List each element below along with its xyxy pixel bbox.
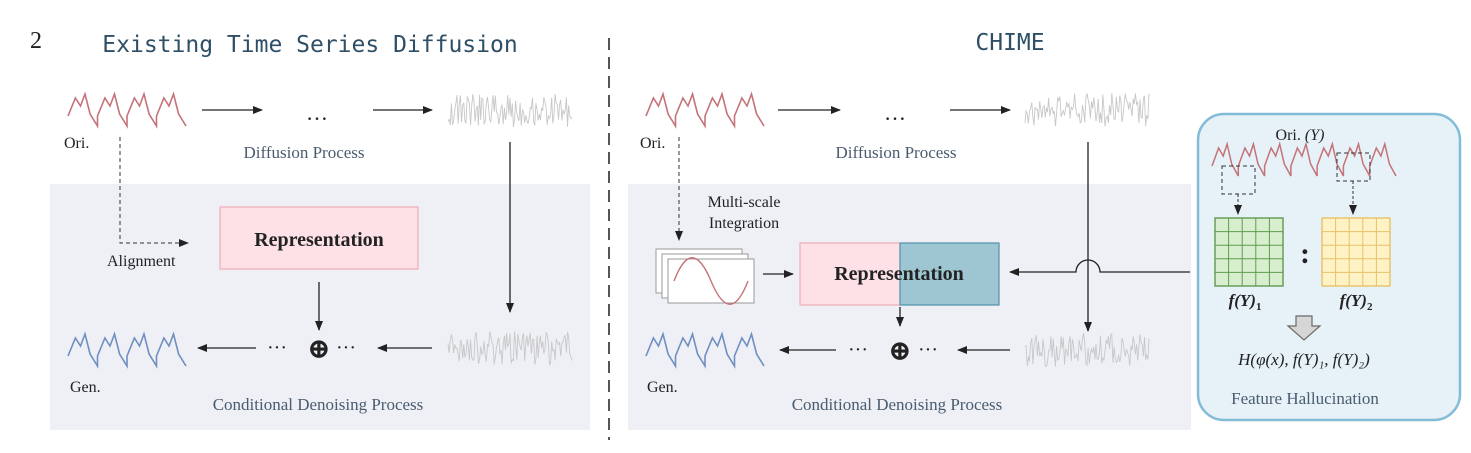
- multiscale-label-line2: Integration: [709, 215, 779, 232]
- f2-label: f(Y)2: [1340, 291, 1373, 313]
- right-denoising-label: Conditional Denoising Process: [792, 395, 1003, 414]
- f1-label: f(Y)1: [1229, 291, 1262, 313]
- right-representation-pink: [799, 242, 901, 306]
- left-gen-label: Gen.: [70, 379, 101, 396]
- left-alignment-path: [119, 137, 189, 247]
- feature-grid-1: [1214, 217, 1284, 287]
- right-denoising-panel: [628, 184, 1191, 430]
- right-noise-series-bottom: [1024, 333, 1150, 368]
- sine-wave-icon: [673, 257, 749, 305]
- hallucination-ori-label: Ori. (Y): [1276, 127, 1325, 144]
- hallucination-ori-series: [1211, 141, 1397, 177]
- hallucination-to-rep-arrow: [1009, 259, 1190, 276]
- hallucination-formula: H(φ(x), f(Y)₁, f(Y)₂): [1237, 350, 1370, 369]
- hallucination-caption: Feature Hallucination: [1231, 389, 1379, 408]
- right-denoise-dots-2: ···: [918, 339, 938, 361]
- multiscale-label-line1: Multi-scale: [708, 194, 781, 211]
- right-noise-series-top: [1024, 93, 1150, 127]
- left-denoising-label: Conditional Denoising Process: [213, 395, 424, 414]
- right-title: CHIME: [975, 30, 1044, 56]
- right-ori-label: Ori.: [640, 135, 665, 152]
- right-diffusion-label: Diffusion Process: [835, 143, 956, 162]
- grid-colon: :: [1300, 237, 1310, 270]
- right-gen-series: [645, 331, 765, 369]
- page-number: 2: [30, 28, 42, 54]
- right-ori-series: [645, 91, 765, 129]
- left-title: Existing Time Series Diffusion: [102, 32, 517, 58]
- left-noise-series-bottom: [447, 331, 573, 366]
- multiscale-card-stack: [655, 248, 755, 305]
- left-ori-series: [67, 91, 187, 129]
- right-representation-label: Representation: [834, 263, 964, 285]
- left-denoise-dots-1: ···: [267, 337, 287, 359]
- right-representation-teal: [899, 242, 1000, 306]
- left-plus-icon: ⊕: [307, 334, 330, 365]
- left-alignment-label: Alignment: [107, 253, 176, 270]
- left-representation-label: Representation: [254, 229, 384, 251]
- right-denoise-dots-1: ···: [848, 339, 868, 361]
- left-denoise-dots-2: ···: [336, 337, 356, 359]
- left-ori-label: Ori.: [64, 135, 89, 152]
- right-plus-icon: ⊕: [888, 336, 911, 367]
- hallucination-down-arrow-icon: [1286, 315, 1322, 341]
- left-representation-box: [219, 206, 419, 270]
- right-gen-label: Gen.: [647, 379, 678, 396]
- left-diffusion-ellipsis: …: [306, 100, 328, 125]
- feature-grid-2: [1321, 217, 1391, 287]
- left-gen-series: [67, 331, 187, 369]
- left-diffusion-label: Diffusion Process: [243, 143, 364, 162]
- left-noise-series-top: [447, 93, 573, 128]
- right-diffusion-ellipsis: …: [884, 100, 906, 125]
